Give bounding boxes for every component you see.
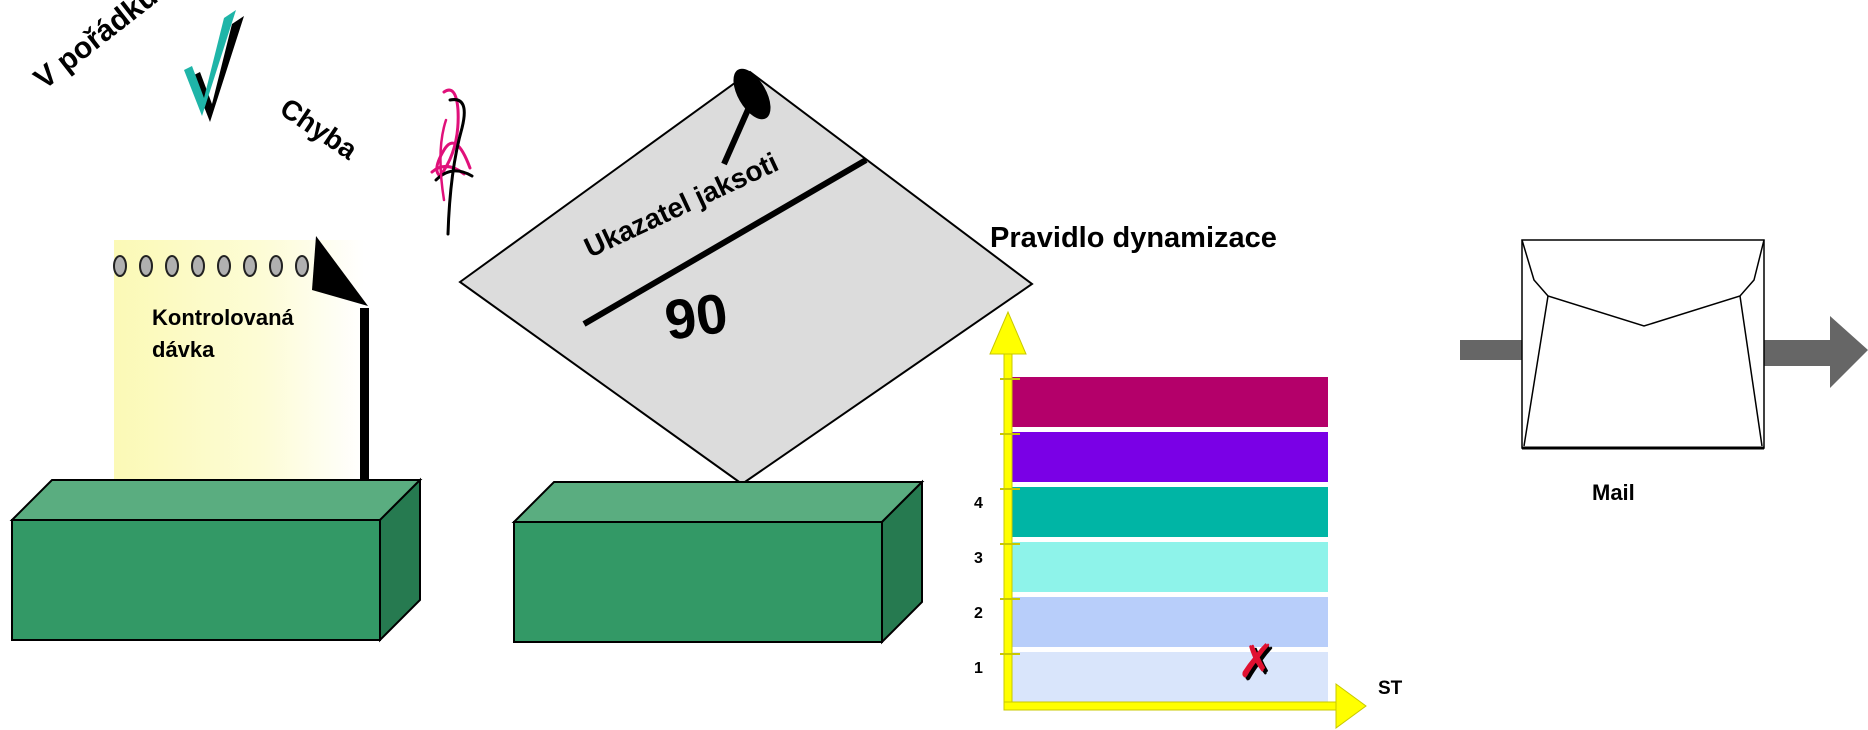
box-left <box>9 477 423 643</box>
rule-band <box>1012 377 1328 427</box>
scale-tick-label: 2 <box>974 605 983 622</box>
rule-bands <box>1012 377 1328 702</box>
indicator-value: 90 <box>661 281 731 352</box>
check-icon <box>184 10 244 122</box>
cross-icon: ✗ ✗ <box>1237 634 1279 691</box>
batch-label: Kontrolovaná dávka <box>152 302 294 366</box>
mail-arrow <box>1460 316 1868 388</box>
mail-label: Mail <box>1592 480 1635 505</box>
pin-icon <box>721 68 771 166</box>
rule-band <box>1012 432 1328 482</box>
rule-band <box>1012 652 1328 702</box>
svg-text:✗: ✗ <box>1237 634 1276 688</box>
axis-x-label: ST <box>1378 678 1403 699</box>
scale-tick-label: 4 <box>974 495 983 512</box>
batch-label-line2: dávka <box>152 337 215 362</box>
batch-label-line1: Kontrolovaná <box>152 305 294 330</box>
spiral-rings <box>113 255 309 277</box>
rule-band <box>1012 487 1328 537</box>
scale-tick-label: 1 <box>974 660 983 677</box>
rule-band <box>1012 597 1328 647</box>
rule-band <box>1012 542 1328 592</box>
svg-text:✗: ✗ <box>1240 637 1279 691</box>
flag-icon <box>312 236 369 484</box>
rule-title: Pravidlo dynamizace <box>990 222 1277 254</box>
signature-icon <box>430 88 474 236</box>
quality-indicator: Ukazatel jaksoti 90 <box>458 70 1034 486</box>
scale-tick-label: 3 <box>974 550 983 567</box>
envelope-icon <box>1521 239 1765 450</box>
box-middle <box>511 479 925 645</box>
chart-axes <box>989 310 1367 729</box>
